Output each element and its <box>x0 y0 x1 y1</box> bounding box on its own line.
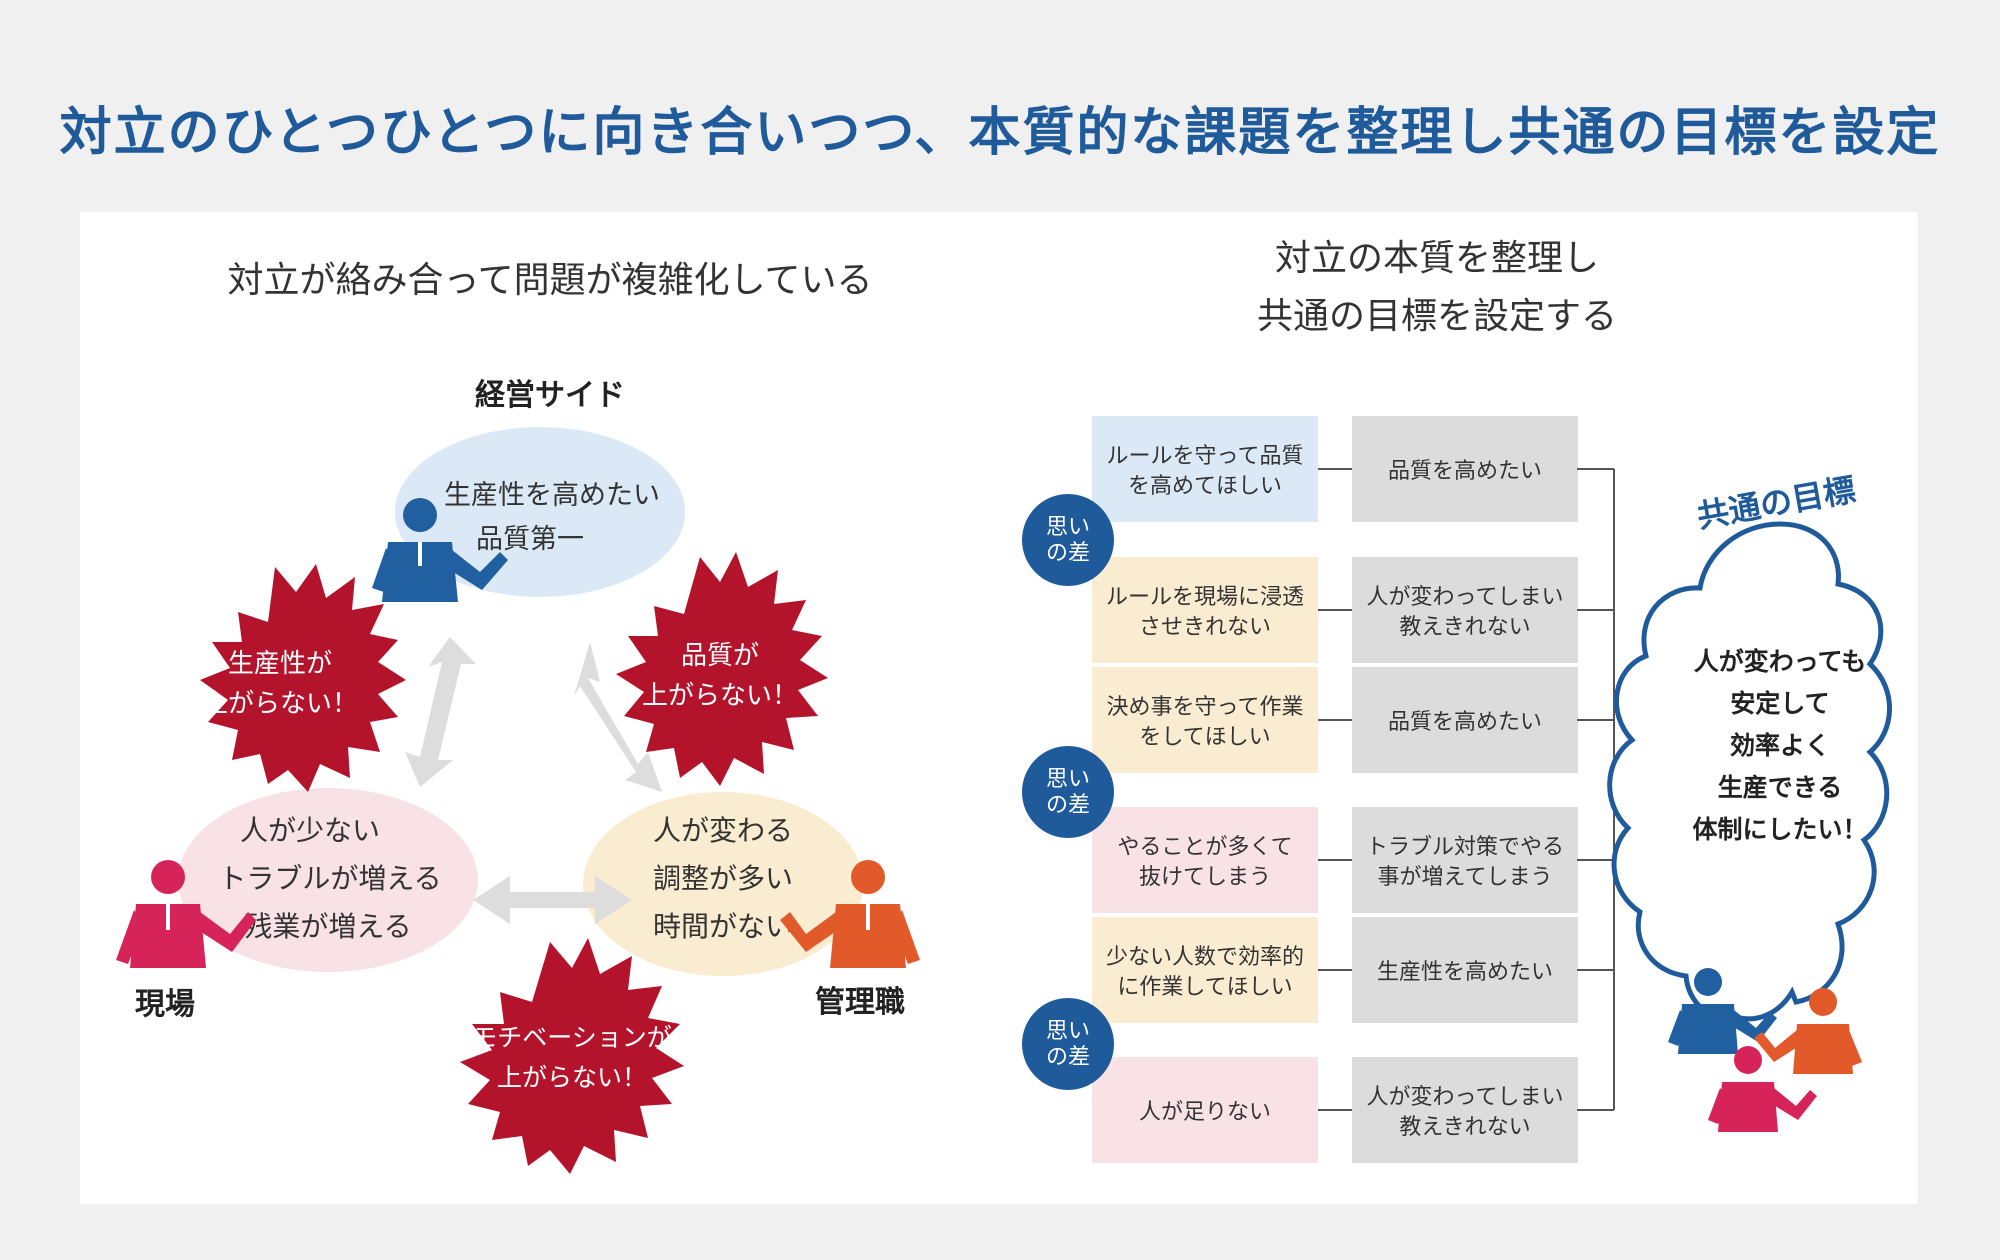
arrow-management-managers <box>574 642 662 792</box>
essence-box-3 <box>1352 667 1578 773</box>
team-person-blue-icon <box>1668 968 1777 1054</box>
essence-text-3-line-1: 品質を高めたい <box>1388 710 1542 735</box>
burst-quality: 品質が 上がらない！ <box>616 552 828 786</box>
essence-box-2 <box>1352 557 1578 663</box>
goal-line-1: 人が変わっても <box>1694 647 1867 676</box>
wish-box-1 <box>1092 416 1318 522</box>
management-bubble <box>395 427 685 597</box>
gap-table: ルールを守って品質を高めてほしい品質を高めたいルールを現場に浸透させきれない人が… <box>1092 416 1578 1163</box>
gap-circle-3: 思い の差 <box>1022 998 1114 1090</box>
burst-quality-line-1: 品質が <box>681 641 759 671</box>
field-person-icon <box>116 860 256 968</box>
wish-text-1-line-2: を高めてほしい <box>1128 474 1282 499</box>
essence-text-2-line-2: 教えきれない <box>1399 615 1530 640</box>
burst-quality-line-2: 上がらない！ <box>642 681 798 711</box>
essence-box-6 <box>1352 1057 1578 1163</box>
wish-text-3-line-2: をしてほしい <box>1139 725 1270 750</box>
wish-text-4-line-2: 抜けてしまう <box>1139 865 1271 890</box>
wish-text-3-line-1: 決め事を守って作業 <box>1107 695 1304 720</box>
wish-text-4-line-1: やることが多くて <box>1117 835 1292 860</box>
burst-productivity: 生産性が 上がらない！ <box>200 564 406 792</box>
burst-productivity-line-1: 生産性が <box>228 649 332 679</box>
left-heading: 対立が絡み合って問題が複雑化している <box>227 260 872 301</box>
field-line-1: 人が少ない <box>240 814 380 847</box>
wish-text-2-line-2: させきれない <box>1139 615 1271 640</box>
managers-line-3: 時間がない <box>653 910 793 943</box>
gap-circle-1-line-2: の差 <box>1046 541 1090 566</box>
wish-text-5-line-2: に作業してほしい <box>1117 975 1292 1000</box>
burst-motivation: モチベーションが 上がらない！ <box>460 938 684 1174</box>
essence-text-6-line-2: 教えきれない <box>1399 1115 1530 1140</box>
field-bubble <box>178 788 478 972</box>
page-title: 対立のひとつひとつに向き合いつつ、本質的な課題を整理し共通の目標を設定 <box>59 103 1941 163</box>
right-heading-line-2: 共通の目標を設定する <box>1257 296 1617 337</box>
team-person-pink-icon <box>1708 1046 1817 1132</box>
essence-text-2-line-1: 人が変わってしまい <box>1367 585 1564 610</box>
arrow-management-field <box>405 637 476 787</box>
field-label: 現場 <box>135 987 195 1022</box>
burst-productivity-line-2: 上がらない！ <box>202 689 358 719</box>
goal-line-5: 体制にしたい！ <box>1692 815 1867 844</box>
gap-circle-2: 思い の差 <box>1022 746 1114 838</box>
gap-circle-2-line-2: の差 <box>1046 793 1090 818</box>
managers-line-1: 人が変わる <box>653 814 793 847</box>
wish-box-4 <box>1092 807 1318 913</box>
essence-text-6-line-1: 人が変わってしまい <box>1367 1085 1564 1110</box>
arrow-field-managers <box>473 876 632 924</box>
wish-text-6-line-1: 人が足りない <box>1139 1100 1271 1125</box>
wish-text-5-line-1: 少ない人数で効率的 <box>1106 945 1304 970</box>
field-line-3: 残業が増える <box>244 910 411 943</box>
gap-circle-3-line-1: 思い <box>1046 1019 1090 1044</box>
essence-text-4-line-1: トラブル対策でやる <box>1366 835 1564 860</box>
diagram-panel: 対立が絡み合って問題が複雑化している 経営サイド 生産性を高めたい 品質第一 人… <box>80 212 1918 1204</box>
gap-circle-1: 思い の差 <box>1022 494 1114 586</box>
wish-text-2-line-1: ルールを現場に浸透 <box>1106 585 1304 610</box>
managers-label: 管理職 <box>815 985 905 1020</box>
management-line-2: 品質第一 <box>476 524 584 555</box>
essence-text-1-line-1: 品質を高めたい <box>1388 459 1542 484</box>
burst-motivation-line-2: 上がらない！ <box>497 1063 647 1092</box>
goal-line-2: 安定して <box>1730 689 1829 718</box>
gap-circle-1-line-1: 思い <box>1046 515 1090 540</box>
right-heading-line-1: 対立の本質を整理し <box>1275 238 1599 279</box>
gap-circle-3-line-2: の差 <box>1046 1045 1090 1070</box>
goal-line-4: 生産できる <box>1718 773 1843 802</box>
essence-box-1 <box>1352 416 1578 522</box>
essence-box-4 <box>1352 807 1578 913</box>
gap-circle-2-line-1: 思い <box>1046 767 1090 792</box>
goal-cloud <box>1607 521 1892 1022</box>
management-person-icon <box>372 498 508 602</box>
essence-text-5-line-1: 生産性を高めたい <box>1377 960 1553 985</box>
burst-motivation-line-1: モチベーションが <box>472 1023 672 1052</box>
management-label: 経営サイド <box>475 378 625 413</box>
wish-box-2 <box>1092 557 1318 663</box>
wish-box-3 <box>1092 667 1318 773</box>
diagram-canvas: 対立が絡み合って問題が複雑化している 経営サイド 生産性を高めたい 品質第一 人… <box>116 238 1892 1174</box>
team-person-orange-icon <box>1754 988 1862 1074</box>
management-line-1: 生産性を高めたい <box>444 480 660 511</box>
wish-box-6 <box>1092 1057 1318 1163</box>
essence-text-4-line-2: 事が増えてしまう <box>1378 865 1553 890</box>
managers-line-2: 調整が多い <box>653 862 793 895</box>
wish-box-5 <box>1092 917 1318 1023</box>
wish-text-1-line-1: ルールを守って品質 <box>1107 444 1304 469</box>
managers-person-icon <box>780 860 920 968</box>
goal-line-3: 効率よく <box>1730 731 1830 760</box>
field-line-2: トラブルが増える <box>218 862 441 895</box>
essence-box-5 <box>1352 917 1578 1023</box>
